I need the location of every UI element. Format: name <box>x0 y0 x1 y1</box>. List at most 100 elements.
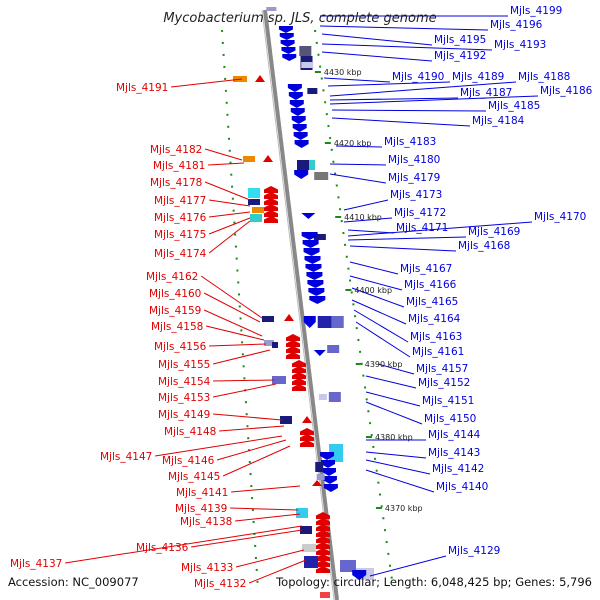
gene-label-right: Mjls_4163 <box>410 331 462 343</box>
gene-label-right: Mjls_4157 <box>416 363 468 375</box>
gene-leader-left <box>208 217 251 235</box>
reverse-gene-arrow <box>278 26 293 33</box>
gene-leader-left <box>65 525 303 564</box>
forward-gene-arrow <box>316 524 330 531</box>
reverse-gene-arrow <box>308 288 325 296</box>
gene-leader-left <box>213 413 283 421</box>
forward-gene-arrow <box>264 210 278 217</box>
reverse-gene-arrow <box>282 54 297 61</box>
forward-gene-arrow <box>255 75 265 82</box>
gene-block <box>320 592 330 598</box>
gene-block <box>280 416 292 424</box>
gene-label-right: Mjls_4164 <box>408 313 461 325</box>
right-tick-guide <box>314 29 393 581</box>
gene-block <box>314 172 329 180</box>
gene-leader-right <box>353 309 409 343</box>
reverse-gene-arrow <box>293 132 308 140</box>
gene-label-right: Mjls_4193 <box>494 39 546 51</box>
gene-leader-right <box>331 109 487 112</box>
gene-leader-left <box>213 379 275 382</box>
gene-block <box>307 88 318 94</box>
reverse-gene-arrow <box>352 570 367 580</box>
gene-leader-left <box>209 199 251 207</box>
scale-tick-label: 4390 kbp <box>365 360 403 369</box>
gene-leader-right <box>329 97 459 101</box>
gene-leader-right <box>365 459 431 475</box>
scale-tick-label: 4420 kbp <box>334 139 372 148</box>
forward-gene-arrow <box>300 428 314 435</box>
backbone-shadow <box>261 9 335 600</box>
gene-leader-right <box>349 245 457 252</box>
gene-label-right: Mjls_4183 <box>384 136 436 148</box>
reverse-gene-arrow <box>321 460 335 468</box>
gene-leader-left <box>191 529 303 548</box>
gene-leader-right <box>365 391 421 407</box>
gene-leader-right <box>329 173 387 184</box>
scale-tick-label: 4380 kbp <box>375 433 413 442</box>
genome-summary-text: Topology: circular; Length: 6,048,425 bp… <box>275 575 592 589</box>
gene-leader-right <box>349 261 399 275</box>
forward-gene-arrow <box>266 214 278 222</box>
gene-label-right: Mjls_4170 <box>534 211 586 223</box>
gene-block <box>297 160 309 170</box>
gene-label-left: Mjls_4147 <box>100 451 152 463</box>
gene-label-left: Mjls_4154 <box>158 376 211 388</box>
gene-block <box>304 556 318 568</box>
gene-block <box>248 188 260 198</box>
gene-leader-left <box>248 559 307 584</box>
gene-leader-right <box>369 555 447 577</box>
reverse-gene-arrow <box>303 316 316 328</box>
gene-leader-left <box>212 349 271 365</box>
gene-label-right: Mjls_4167 <box>400 263 452 275</box>
gene-label-right: Mjls_4169 <box>468 226 520 238</box>
reverse-gene-arrow <box>294 140 309 148</box>
gene-label-right: Mjls_4161 <box>412 346 464 358</box>
gene-leader-left <box>200 275 263 319</box>
gene-leader-right <box>323 77 391 83</box>
gene-label-left: Mjls_4178 <box>150 177 202 189</box>
gene-block <box>272 342 278 348</box>
forward-gene-arrow <box>264 204 278 211</box>
gene-leader-right <box>321 51 433 62</box>
gene-leader-right <box>343 217 393 223</box>
forward-gene-arrow <box>292 378 306 385</box>
forward-gene-arrow <box>264 198 278 205</box>
gene-label-left: Mjls_4174 <box>154 248 207 260</box>
reverse-gene-arrow <box>323 484 338 492</box>
gene-label-right: Mjls_4172 <box>394 207 446 219</box>
reverse-gene-arrow <box>304 256 321 264</box>
reverse-gene-arrow <box>287 84 302 92</box>
forward-gene-arrow <box>300 434 314 441</box>
gene-label-right: Mjls_4142 <box>432 463 484 475</box>
map-title: Mycobacterium sp. JLS, complete genome <box>163 11 436 26</box>
gene-block <box>327 345 340 353</box>
gene-label-left: Mjls_4181 <box>153 160 205 172</box>
reverse-gene-arrow <box>288 92 303 100</box>
gene-leader-left <box>219 425 285 432</box>
gene-labels: Mjls_4191Mjls_4182Mjls_4181Mjls_4178Mjls… <box>10 5 593 590</box>
forward-gene-arrow <box>302 416 312 423</box>
gene-block <box>301 62 314 68</box>
gene-leader-left <box>222 445 291 477</box>
gene-leader-right <box>351 287 405 308</box>
reverse-gene-arrow <box>294 170 309 179</box>
gene-block <box>331 316 344 328</box>
reverse-gene-arrow <box>309 296 326 304</box>
gene-label-right: Mjls_4140 <box>436 481 488 493</box>
gene-leader-right <box>329 163 387 166</box>
gene-label-right: Mjls_4150 <box>424 413 476 425</box>
gene-label-right: Mjls_4152 <box>418 377 470 389</box>
forward-gene-arrow <box>292 372 306 379</box>
forward-gene-arrow <box>316 560 330 567</box>
forward-gene-arrow <box>316 566 330 573</box>
gene-leader-right <box>329 95 539 105</box>
gene-leader-left <box>209 343 267 347</box>
gene-leader-right <box>349 275 403 291</box>
gene-block <box>299 46 312 56</box>
forward-gene-arrow <box>316 530 330 537</box>
gene-label-left: Mjls_4177 <box>154 195 206 207</box>
gene-label-right: Mjls_4173 <box>390 189 442 201</box>
reverse-gene-arrow <box>305 264 322 272</box>
